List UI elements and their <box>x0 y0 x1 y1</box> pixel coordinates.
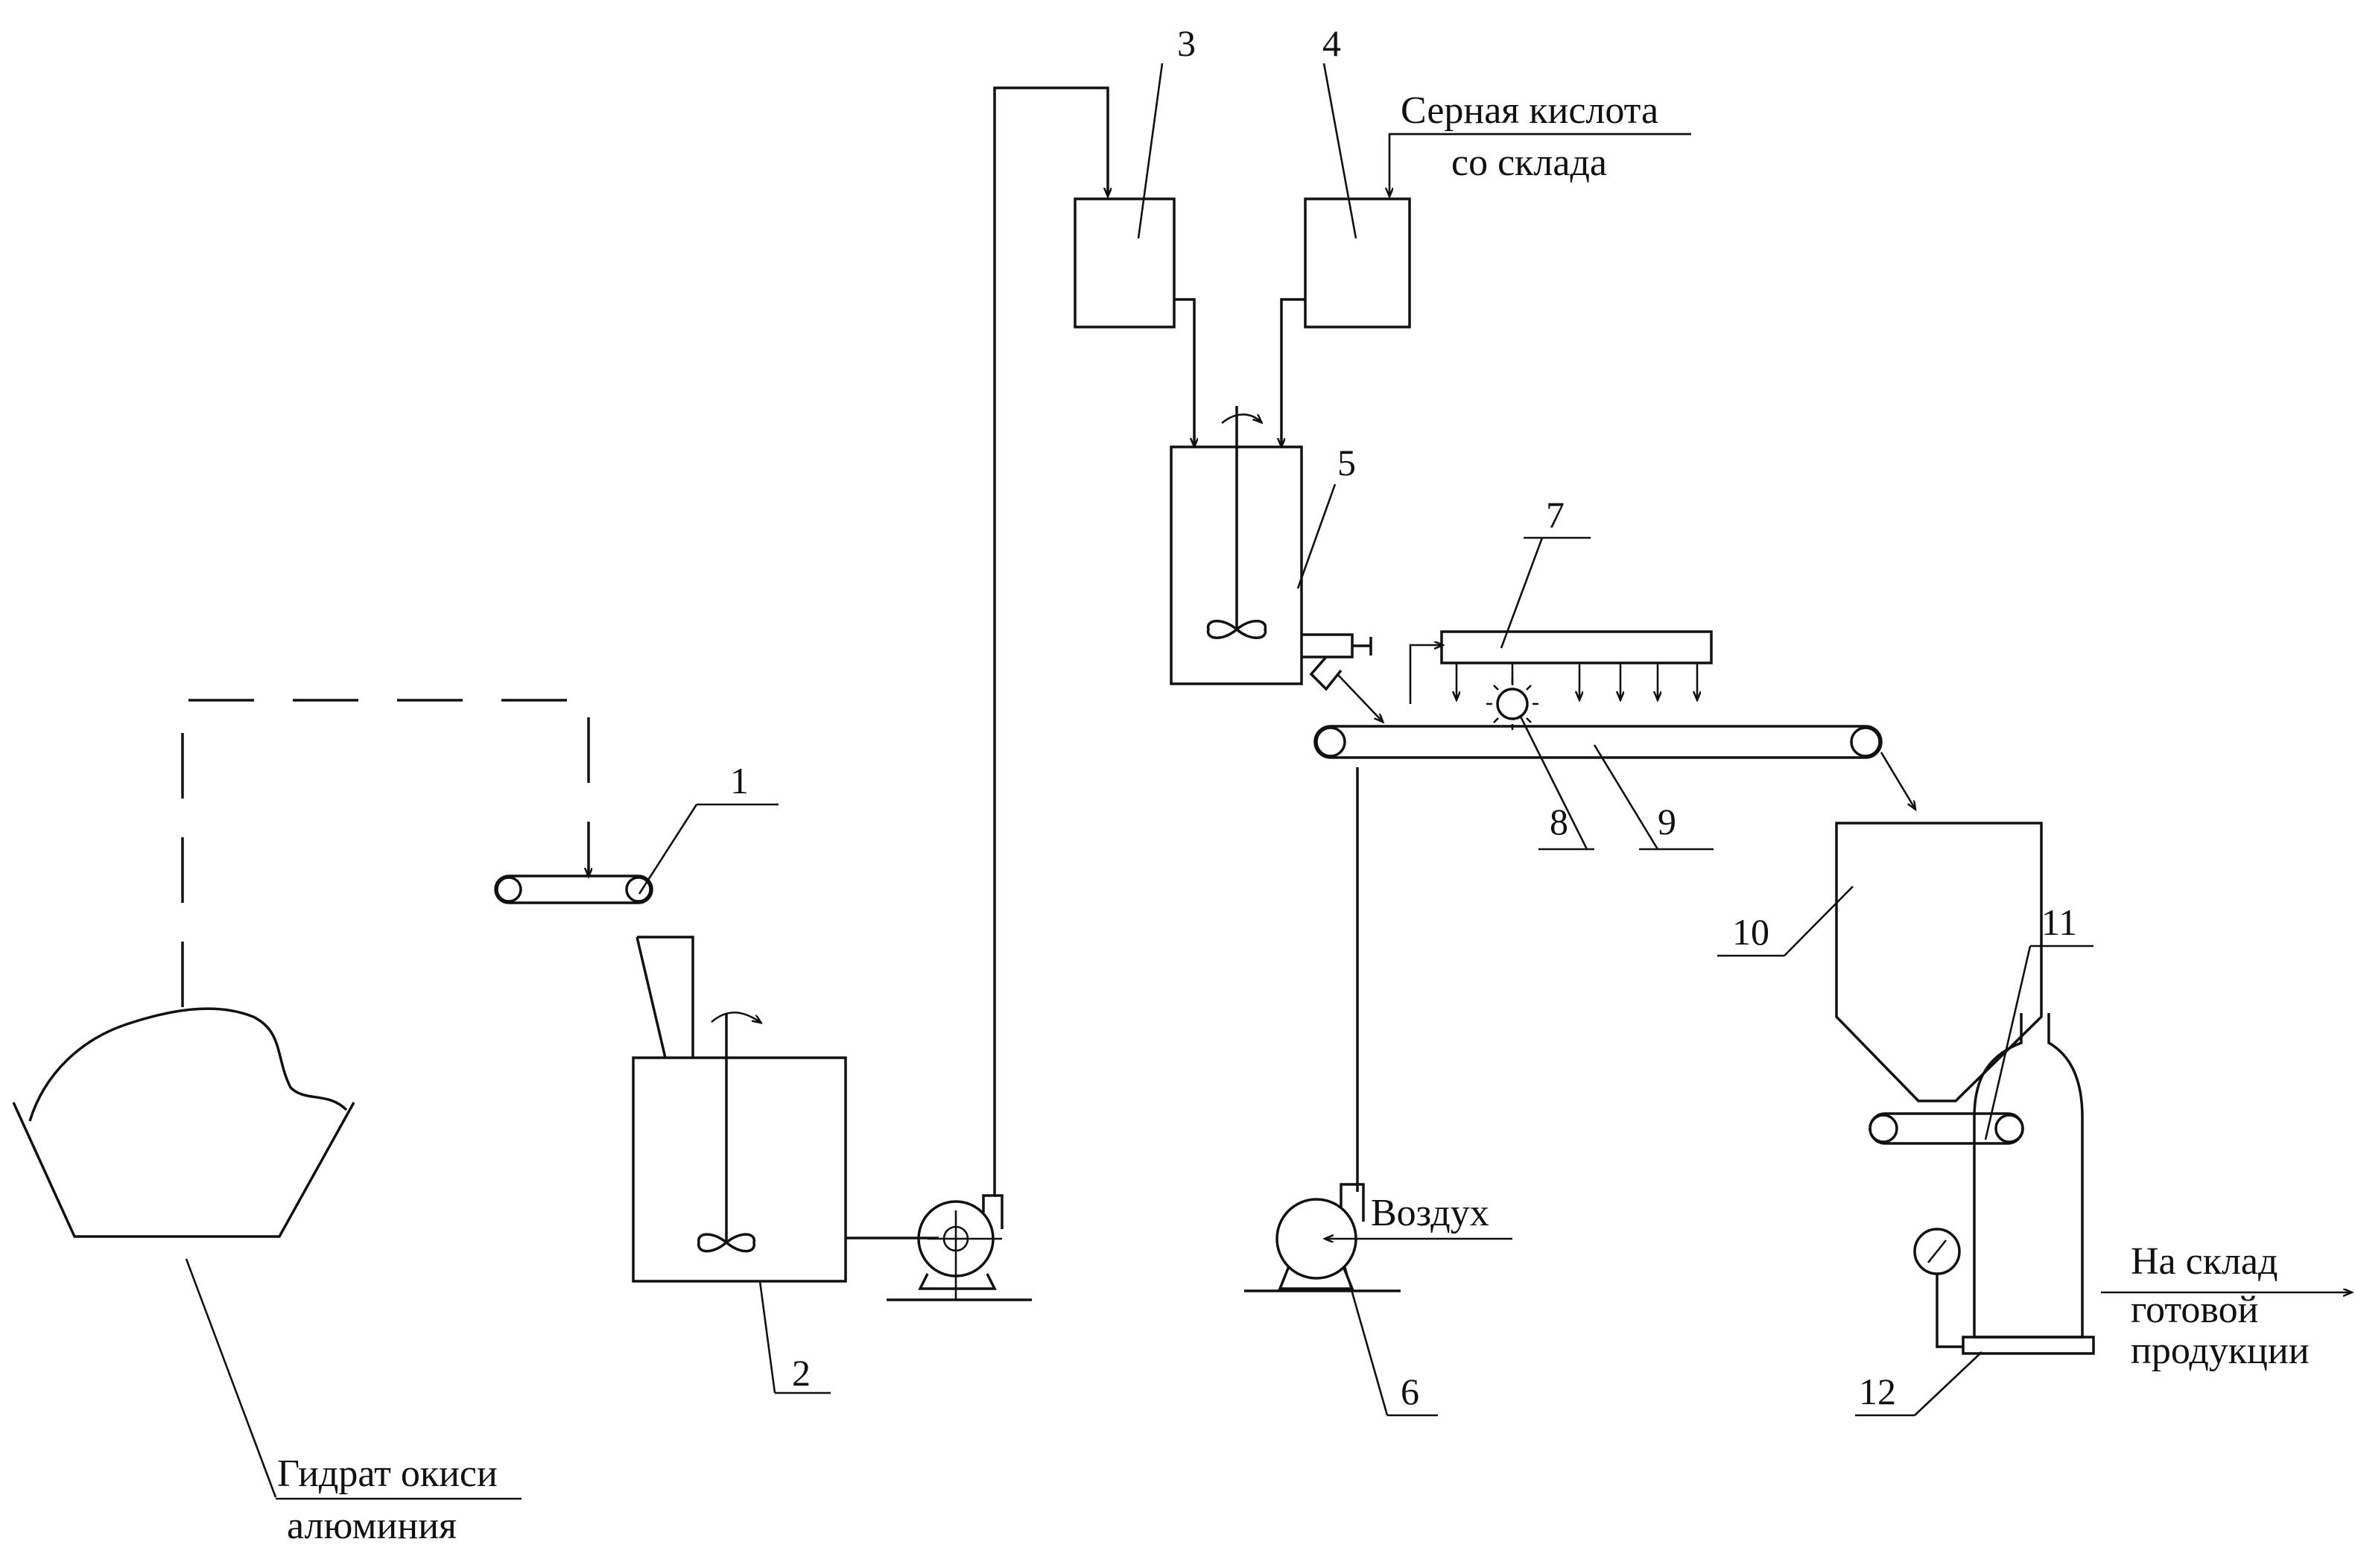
number-10: 10 <box>1732 911 1769 953</box>
discharge-arrow-9 <box>1881 752 1915 808</box>
leader-9 <box>1594 745 1658 849</box>
sprayer-8 <box>1486 678 1538 730</box>
number-5: 5 <box>1337 442 1356 483</box>
tank-3 <box>1075 199 1174 327</box>
leader-1 <box>639 804 697 894</box>
leader-2 <box>760 1281 775 1393</box>
hopper-10 <box>1836 823 2041 1101</box>
leader-6 <box>1345 1266 1387 1415</box>
discharge-arrow-5 <box>1337 674 1382 721</box>
filling-machine-12 <box>1915 1013 2093 1353</box>
store-label-line3: продукции <box>2131 1330 2310 1372</box>
pipe-3-to-5 <box>1174 299 1194 445</box>
pump <box>846 1196 1032 1300</box>
acid-label-line2: со склада <box>1451 142 1607 184</box>
tank-4 <box>1305 199 1410 327</box>
leader-11 <box>1985 946 2030 1140</box>
number-3: 3 <box>1177 22 1196 64</box>
number-12: 12 <box>1859 1371 1896 1412</box>
number-6: 6 <box>1401 1371 1419 1412</box>
leader-3 <box>1138 63 1162 238</box>
number-8: 8 <box>1550 801 1568 842</box>
raw-label-line1: Гидрат окиси <box>277 1453 498 1495</box>
number-7: 7 <box>1546 494 1565 536</box>
raw-label-line2: алюминия <box>287 1505 457 1547</box>
number-1: 1 <box>730 760 749 802</box>
mixer-tank-2 <box>633 937 846 1281</box>
number-9: 9 <box>1658 801 1676 842</box>
store-label-line1: На склад <box>2131 1240 2278 1283</box>
pipe-pump-to-3 <box>995 88 1108 1196</box>
conveyor-11 <box>1870 1114 2023 1143</box>
pipe-4-to-5 <box>1281 299 1305 445</box>
air-label: Воздух <box>1371 1192 1489 1234</box>
spray-header-7 <box>1410 632 1711 704</box>
leader-12 <box>1915 1352 1982 1415</box>
acid-label-line1: Серная кислота <box>1401 89 1658 132</box>
leader-raw <box>186 1259 276 1497</box>
number-2: 2 <box>792 1352 811 1394</box>
transfer-dashed-line <box>183 700 589 1007</box>
raw-material-pile <box>13 1009 354 1237</box>
leader-10 <box>1784 886 1853 956</box>
number-11: 11 <box>2041 901 2077 943</box>
conveyor-1 <box>495 876 652 903</box>
leader-5 <box>1298 484 1335 588</box>
store-label-line2: готовой <box>2131 1289 2258 1331</box>
leader-4 <box>1324 63 1356 238</box>
number-4: 4 <box>1322 22 1341 64</box>
